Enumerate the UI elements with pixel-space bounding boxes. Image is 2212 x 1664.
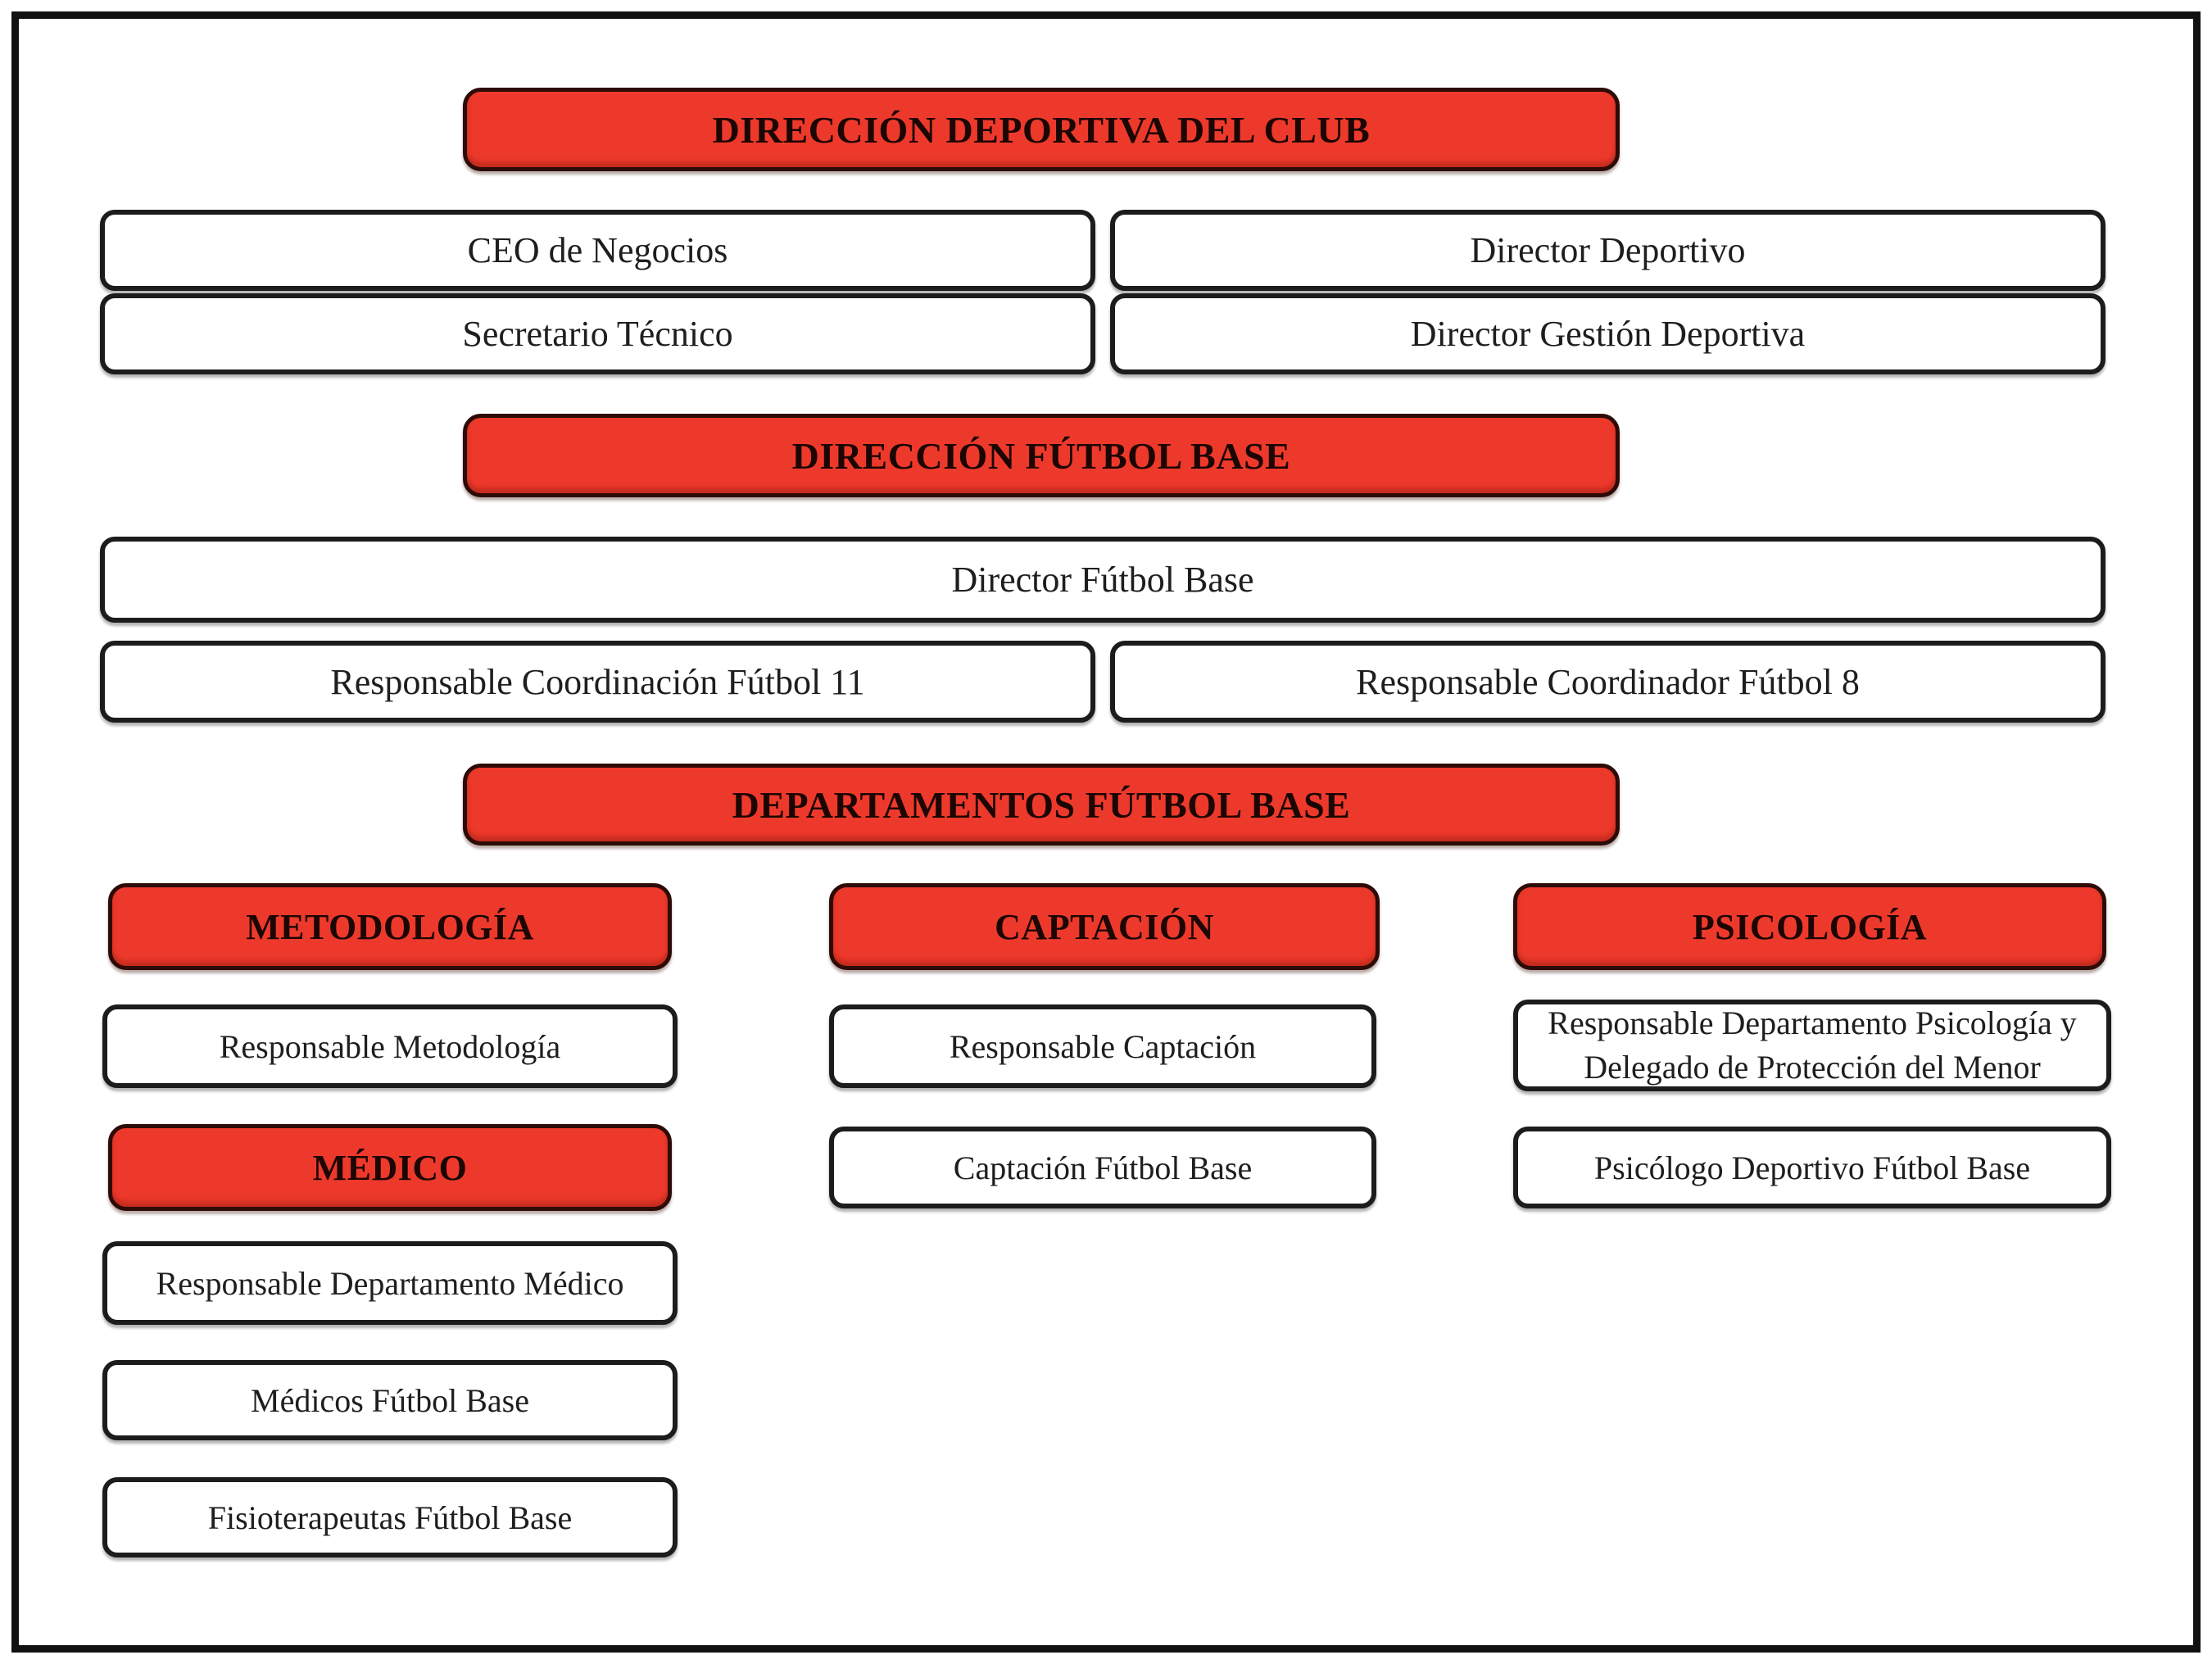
box-ceo-de-negocios: CEO de Negocios <box>100 210 1095 291</box>
box-director-gestion-deportiva: Director Gestión Deportiva <box>1110 293 2105 374</box>
box-captacion-futbol-base: Captación Fútbol Base <box>829 1127 1376 1208</box>
header-psicologia: PSICOLOGÍA <box>1513 883 2106 970</box>
box-fisioterapeutas-futbol-base: Fisioterapeutas Fútbol Base <box>102 1477 678 1557</box>
header-metodologia: METODOLOGÍA <box>108 883 672 970</box>
box-responsable-metodologia: Responsable Metodología <box>102 1004 678 1088</box>
header-direccion-deportiva-del-club: DIRECCIÓN DEPORTIVA DEL CLUB <box>463 88 1620 171</box>
box-responsable-coordinacion-futbol-11: Responsable Coordinación Fútbol 11 <box>100 641 1095 723</box>
header-direccion-futbol-base: DIRECCIÓN FÚTBOL BASE <box>463 414 1620 497</box>
box-secretario-tecnico: Secretario Técnico <box>100 293 1095 374</box>
box-responsable-coordinador-futbol-8: Responsable Coordinador Fútbol 8 <box>1110 641 2105 723</box>
box-director-futbol-base: Director Fútbol Base <box>100 537 2105 623</box>
header-captacion: CAPTACIÓN <box>829 883 1380 970</box>
box-psicologo-deportivo-futbol-base: Psicólogo Deportivo Fútbol Base <box>1513 1127 2111 1208</box>
box-director-deportivo: Director Deportivo <box>1110 210 2105 291</box>
header-departamentos-futbol-base: DEPARTAMENTOS FÚTBOL BASE <box>463 764 1620 846</box>
box-responsable-departamento-medico: Responsable Departamento Médico <box>102 1241 678 1325</box>
box-responsable-departamento-psicologia: Responsable Departamento Psicología y De… <box>1513 1000 2111 1091</box>
box-medicos-futbol-base: Médicos Fútbol Base <box>102 1360 678 1440</box>
header-medico: MÉDICO <box>108 1124 672 1211</box>
box-responsable-captacion: Responsable Captación <box>829 1004 1376 1088</box>
